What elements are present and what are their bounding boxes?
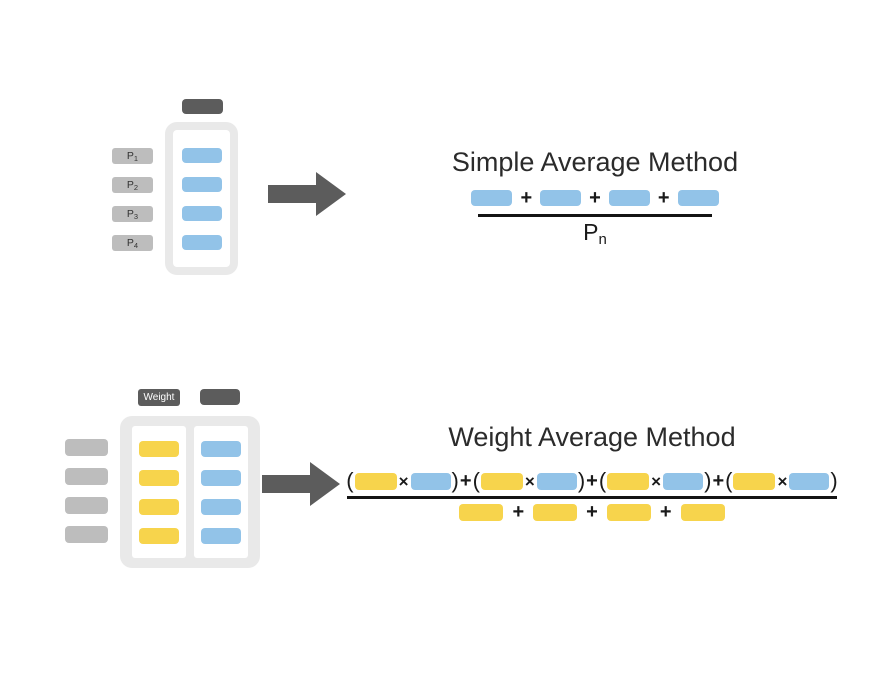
plus-operator: + [586, 501, 598, 523]
weighted-term: ( × ) [725, 470, 838, 492]
times-operator: × [777, 471, 788, 491]
plus-operator: + [520, 187, 533, 209]
jar-cap [182, 99, 223, 114]
weight-bar [606, 503, 651, 521]
weight-bar [139, 440, 179, 457]
arrow-right-icon [262, 462, 340, 506]
weighted-term: ( × ) [599, 470, 712, 492]
plus-operator: + [589, 187, 601, 209]
weight-bar [607, 472, 650, 490]
plus-operator: + [657, 187, 670, 209]
close-paren: ) [830, 468, 838, 493]
times-operator: × [651, 471, 662, 491]
close-paren: ) [577, 468, 586, 493]
open-paren: ( [346, 468, 354, 493]
weight-bar [459, 503, 504, 521]
weighted-term: ( × ) [473, 470, 586, 492]
close-paren: ) [704, 468, 712, 493]
simple-average-block: Simple Average Method + + + Pn [380, 146, 810, 249]
plus-operator: + [512, 501, 525, 523]
price-jar-panel [165, 122, 238, 275]
times-operator: × [398, 471, 409, 491]
item-bar [65, 497, 108, 514]
fraction-line [347, 496, 837, 499]
weight-bar [139, 498, 179, 515]
plus-operator: + [659, 501, 672, 523]
price-bar [536, 472, 577, 490]
price-bar [201, 440, 241, 457]
open-paren: ( [725, 468, 733, 493]
price-bar [201, 498, 241, 515]
plus-operator: + [459, 470, 472, 492]
weight-bar [480, 472, 523, 490]
fraction-line [478, 214, 712, 217]
simple-formula-numerator: + + + [380, 188, 810, 208]
weight-bar [354, 472, 397, 490]
denominator-sub: n [598, 230, 607, 248]
price-bar [181, 147, 222, 163]
weight-bar [139, 527, 179, 544]
price-bar [410, 472, 451, 490]
item-bar [65, 468, 108, 485]
weight-average-block: Weight Average Method ( × ) + ( × ) + ( [342, 421, 842, 522]
price-bar [677, 190, 719, 206]
open-paren: ( [472, 468, 480, 493]
close-paren: ) [451, 468, 459, 493]
denominator-base: P [583, 218, 599, 245]
simple-method-title: Simple Average Method [451, 147, 739, 177]
jar-cap [200, 389, 240, 405]
weighted-panel [120, 416, 260, 568]
price-tag-sub: 2 [133, 182, 139, 192]
price-bar [471, 190, 513, 206]
price-bar [663, 472, 704, 490]
price-bar [181, 176, 222, 192]
item-bar [65, 526, 108, 543]
price-bar [540, 190, 582, 206]
price-column [194, 426, 248, 558]
weight-method-title: Weight Average Method [448, 422, 736, 452]
simple-formula-denominator: Pn [380, 219, 810, 249]
price-bar [608, 190, 650, 206]
weight-bar [533, 503, 578, 521]
weight-formula-numerator: ( × ) + ( × ) + ( × ) + [342, 470, 842, 492]
weight-bar [733, 472, 776, 490]
price-tag-base: P [126, 178, 134, 191]
weighted-term: ( × ) [346, 470, 459, 492]
weight-bar [139, 469, 179, 486]
price-tag-sub: 4 [133, 240, 139, 250]
price-tag-base: P [126, 236, 134, 249]
item-bar [65, 439, 108, 456]
price-tag-base: P [126, 207, 134, 220]
weight-bar [680, 503, 725, 521]
price-bar [789, 472, 830, 490]
price-tag-sub: 3 [133, 211, 139, 221]
open-paren: ( [598, 468, 607, 493]
weight-column [132, 426, 186, 558]
weight-formula-denominator: + + + [342, 502, 842, 522]
price-bar [201, 469, 241, 486]
price-bar [181, 205, 222, 221]
price-bar [181, 234, 222, 250]
plus-operator: + [586, 470, 598, 492]
price-tag-base: P [126, 149, 134, 162]
price-tag-sub: 1 [133, 153, 139, 163]
plus-operator: + [712, 470, 725, 492]
times-operator: × [524, 471, 535, 491]
arrow-right-icon [268, 172, 346, 216]
weight-tag: Weight [138, 389, 180, 406]
price-bar [201, 527, 241, 544]
